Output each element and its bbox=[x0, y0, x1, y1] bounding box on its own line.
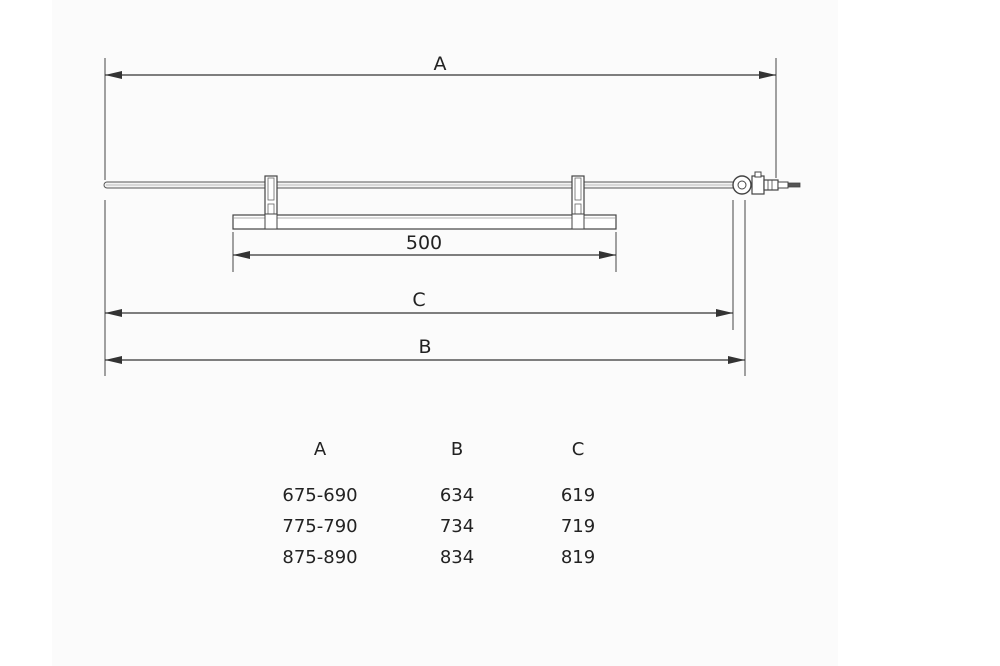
table-header-c: C bbox=[571, 439, 585, 460]
table-cell: 775-790 bbox=[282, 516, 358, 537]
diagram-canvas bbox=[52, 0, 838, 666]
towel-rod bbox=[103, 181, 737, 189]
dimension-a-label: A bbox=[434, 53, 447, 75]
table-header-a: A bbox=[313, 439, 327, 460]
dimension-c-label: C bbox=[412, 289, 425, 311]
shelf-plate bbox=[232, 214, 617, 230]
table-cell: 619 bbox=[560, 485, 596, 506]
dimension-500: 500 bbox=[233, 232, 616, 259]
dimension-c: C bbox=[105, 289, 733, 317]
dimension-b-label: B bbox=[418, 336, 431, 358]
table-cell: 719 bbox=[560, 516, 596, 537]
dimension-500-label: 500 bbox=[406, 232, 442, 254]
dimension-b: B bbox=[105, 336, 745, 364]
table-cell: 734 bbox=[439, 516, 475, 537]
table-cell: 819 bbox=[560, 547, 596, 568]
table-cell: 834 bbox=[439, 547, 475, 568]
wall-mount-fitting bbox=[732, 171, 801, 195]
dimension-a: A bbox=[105, 53, 776, 79]
table-cell: 634 bbox=[439, 485, 475, 506]
table-header-b: B bbox=[450, 439, 464, 460]
table-cell: 875-890 bbox=[282, 547, 358, 568]
table-cell: 675-690 bbox=[282, 485, 358, 506]
